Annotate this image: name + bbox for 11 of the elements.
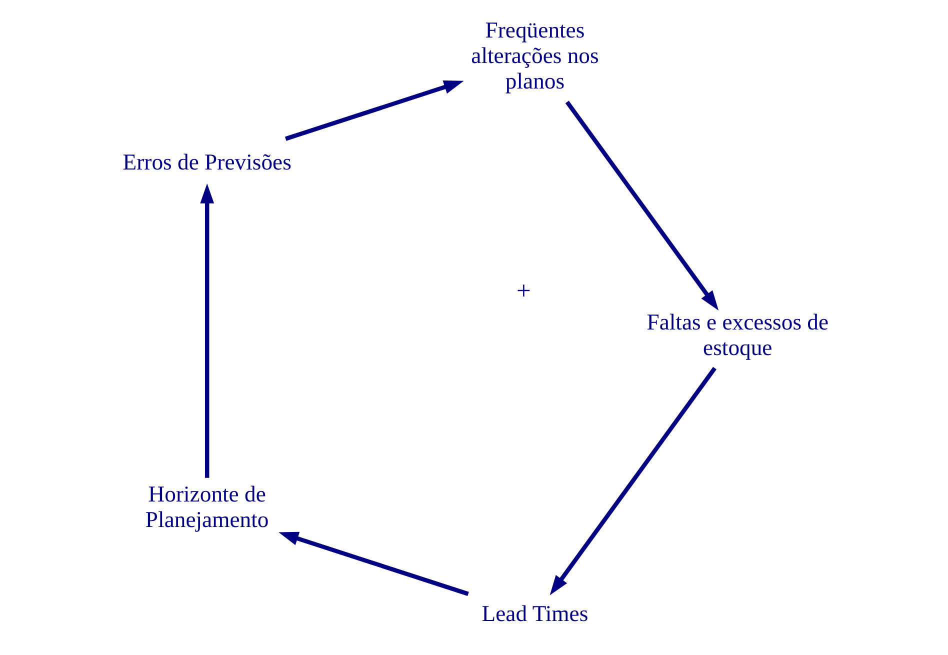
node-text: Erros de Previsões bbox=[122, 150, 291, 175]
arrow bbox=[200, 184, 214, 478]
arrow bbox=[549, 366, 716, 596]
node-text: Lead Times bbox=[481, 601, 588, 626]
arrow bbox=[564, 100, 718, 310]
node-text: Horizonte de Planejamento bbox=[144, 482, 268, 532]
label: + bbox=[516, 276, 530, 306]
node-text: Freqüentes alterações nos planos bbox=[470, 18, 598, 94]
arrow bbox=[278, 532, 468, 596]
arrow bbox=[284, 80, 464, 141]
node-text: Faltas e excessos de estoque bbox=[646, 309, 828, 360]
